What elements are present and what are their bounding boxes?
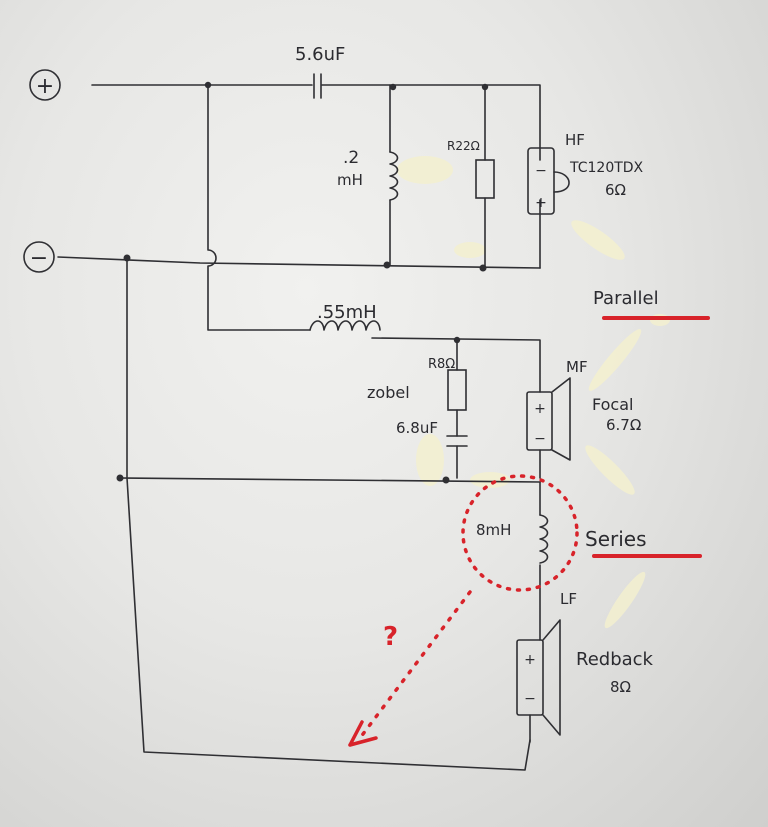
lf-driver-tag: LF xyxy=(560,590,577,608)
zobel-resistor-label: R8Ω xyxy=(428,357,455,372)
lf-driver-plus: + xyxy=(524,652,536,668)
positive-terminal: + xyxy=(29,69,61,101)
hf-inductor-value: .2 xyxy=(343,148,359,168)
hf-resistor-symbol xyxy=(475,159,495,199)
question-mark: ? xyxy=(383,622,398,652)
lf-driver-name: Redback xyxy=(576,649,654,670)
hf-driver-model: TC120TDX xyxy=(569,160,644,176)
hf-driver-symbol: − + xyxy=(527,147,570,215)
positive-terminal-label: + xyxy=(36,74,54,99)
mf-driver-minus: − xyxy=(534,431,546,447)
mf-wiring xyxy=(116,257,541,771)
negative-terminal: − xyxy=(23,241,55,273)
mf-driver-symbol: + − xyxy=(526,377,571,461)
lf-driver-minus: − xyxy=(524,691,536,707)
red-dotted-circle xyxy=(461,474,579,592)
hf-driver-impedance: 6Ω xyxy=(605,181,626,199)
red-dotted-arrow xyxy=(358,590,472,740)
lf-driver-impedance: 8Ω xyxy=(610,678,631,696)
mf-driver-plus: + xyxy=(534,401,546,417)
zobel-label: zobel xyxy=(367,383,410,402)
red-arrowhead xyxy=(348,720,378,747)
glue-residue xyxy=(397,156,670,629)
lf-driver-symbol: + − xyxy=(516,619,561,736)
hf-inductor-symbol xyxy=(389,151,399,201)
zobel-capacitor-symbol xyxy=(446,435,468,447)
parallel-annotation: Parallel xyxy=(593,288,659,309)
hf-wiring xyxy=(57,81,541,331)
hf-inductor-unit: mH xyxy=(337,171,363,189)
negative-terminal-label: − xyxy=(30,246,48,271)
series-annotation: Series xyxy=(585,527,647,551)
lf-wiring xyxy=(529,481,541,743)
lf-inductor-symbol xyxy=(539,514,549,564)
hf-resistor-label: R22Ω xyxy=(447,139,480,153)
mf-inductor-symbol xyxy=(309,320,381,331)
mf-driver-name: Focal xyxy=(592,395,633,414)
lf-inductor-label: 8mH xyxy=(476,521,511,539)
mf-driver-impedance: 6.7Ω xyxy=(606,416,641,434)
hf-driver-minus: − xyxy=(535,163,547,179)
mf-inductor-label: .55mH xyxy=(317,302,377,323)
hf-driver-tag: HF xyxy=(565,131,585,149)
mf-driver-tag: MF xyxy=(566,358,588,376)
hf-capacitor-symbol xyxy=(313,73,322,99)
zobel-resistor-symbol xyxy=(447,369,467,411)
hf-driver-plus: + xyxy=(535,195,547,211)
zobel-capacitor-label: 6.8uF xyxy=(396,419,438,437)
hf-capacitor-label: 5.6uF xyxy=(295,44,345,65)
